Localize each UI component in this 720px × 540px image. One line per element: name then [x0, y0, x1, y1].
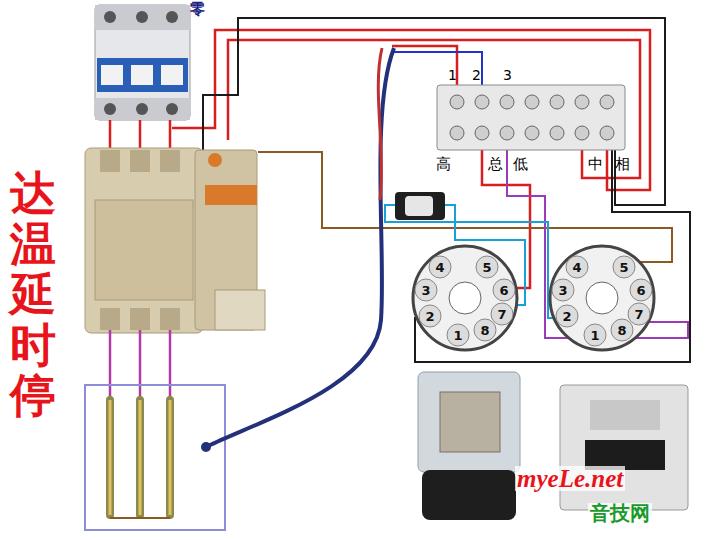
pin-number: 1 — [590, 329, 599, 342]
watermark: myeLe.net — [515, 466, 625, 491]
terminal-number: 1 — [448, 68, 457, 82]
pin-number: 4 — [572, 261, 581, 274]
vertical-title: 达温延时停 — [10, 168, 56, 421]
terminal-number: 3 — [503, 68, 512, 82]
pin-number: 2 — [562, 310, 571, 323]
pin-number: 1 — [453, 329, 462, 342]
terminal-label: 高 — [436, 157, 451, 172]
terminal-label: 相 — [615, 157, 630, 172]
pin-number: 3 — [558, 284, 567, 297]
pin-number: 2 — [425, 310, 434, 323]
pin-number: 6 — [499, 284, 508, 297]
watermark: 音技网 — [588, 503, 652, 523]
terminal-number: 2 — [472, 68, 481, 82]
terminal-label: 低 — [513, 157, 528, 172]
pin-number: 5 — [482, 261, 491, 274]
pin-number: 4 — [435, 261, 444, 274]
pin-number: 3 — [421, 284, 430, 297]
terminal-label: 中 — [588, 157, 603, 172]
pin-number: 8 — [617, 324, 626, 337]
pin-number: 6 — [636, 284, 645, 297]
pin-number: 5 — [619, 261, 628, 274]
pin-number: 7 — [497, 308, 506, 321]
neutral-label: 零 — [190, 2, 205, 17]
pin-number: 7 — [634, 308, 643, 321]
pin-number: 8 — [480, 324, 489, 337]
terminal-label: 总 — [488, 157, 503, 172]
